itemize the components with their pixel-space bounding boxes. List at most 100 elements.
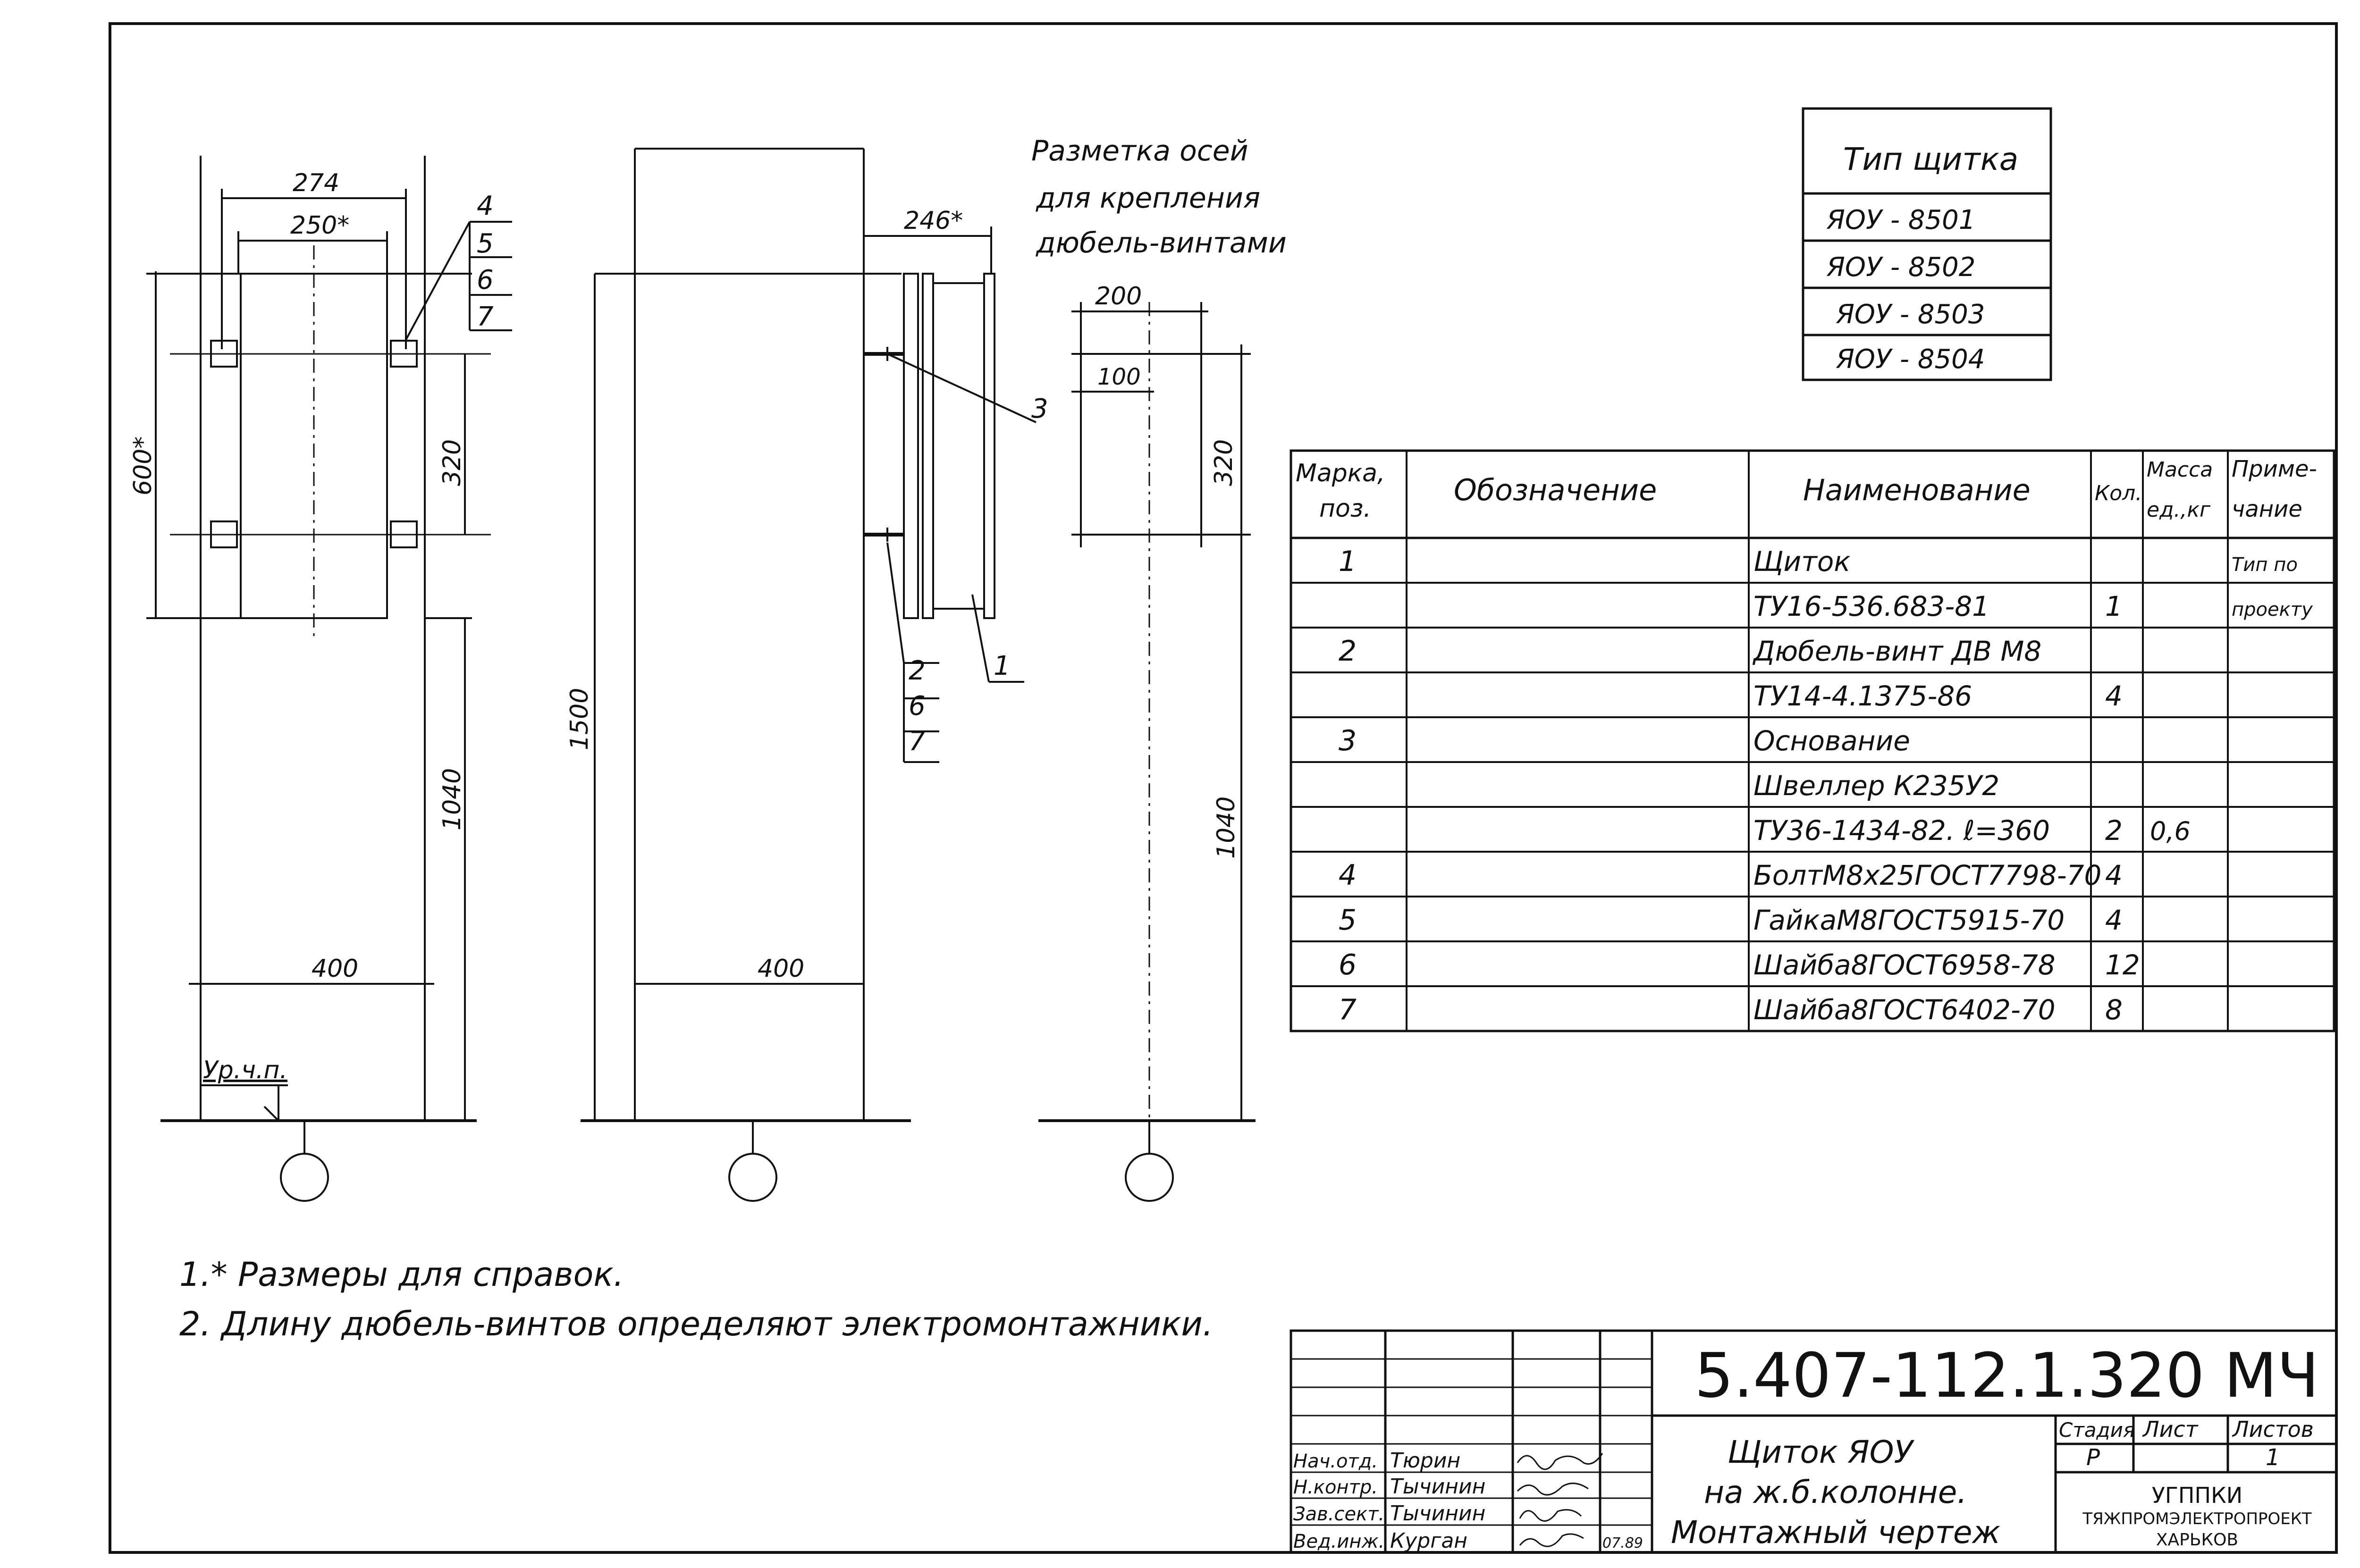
dim-400-mid: 400 (758, 955, 804, 983)
spec-cell-name: Щиток (1753, 545, 1850, 578)
spec-cell-qty: 4 (2105, 904, 2123, 936)
hdr-mark-1: Марка, (1296, 459, 1385, 487)
person-2: Тычинин (1390, 1475, 1485, 1499)
title-block (1290, 1329, 2338, 1554)
panel-type-2: ЯОУ - 8502 (1826, 252, 1975, 283)
role-1: Нач.отд. (1293, 1451, 1378, 1472)
org-line-1: УГППКИ (2152, 1483, 2242, 1508)
spec-cell-name: Дюбель-винт ДВ М8 (1752, 635, 2041, 667)
note-1: 1.* Размеры для справок. (179, 1255, 624, 1294)
note-2: 2. Длину дюбель-винтов определяют электр… (179, 1305, 1213, 1343)
dim-1040-left: 1040 (438, 768, 466, 830)
spec-cell-name: Швеллер К235У2 (1753, 770, 1999, 802)
spec-cell-qty: 2 (2105, 814, 2123, 847)
role-2: Н.контр. (1293, 1476, 1378, 1498)
dim-320-left: 320 (438, 439, 466, 486)
spec-cell-name: ТУ16-536.683-81 (1753, 590, 1989, 622)
floor-level-label: Ур.ч.п. (203, 1056, 287, 1084)
spec-cell-mark: 7 (1339, 993, 1357, 1026)
spec-cell-qty: 4 (2105, 680, 2123, 712)
callout-7-mid: 7 (909, 726, 926, 757)
dim-400-left: 400 (312, 955, 358, 983)
spec-cell-note: Тип по (2232, 554, 2298, 576)
person-1: Тюрин (1390, 1449, 1460, 1473)
callout-2: 2 (909, 655, 926, 686)
person-4: Курган (1390, 1529, 1467, 1553)
hdr-mass-1: Масса (2147, 458, 2213, 482)
panel-type-4: ЯОУ - 8504 (1836, 344, 1985, 375)
sheets-value: 1 (2266, 1444, 2280, 1471)
spec-cell-qty: 1 (2105, 590, 2123, 622)
spec-cell-note: проекту (2232, 599, 2313, 620)
callout-7: 7 (477, 302, 494, 332)
side-view (581, 148, 1037, 1202)
panel-type-3: ЯОУ - 8503 (1836, 299, 1985, 330)
spec-rows: 1 Щиток Тип по ТУ16-536.683-81 1 проекту 2 Дюбе… (1339, 545, 2313, 1026)
stage-value: Р (2086, 1444, 2100, 1471)
panel-type-title: Тип щитка (1843, 141, 2018, 177)
spec-cell-name: Шайба8ГОСТ6958-78 (1753, 949, 2056, 981)
drawing-code: 5.407-112.1.320 МЧ (1694, 1340, 2319, 1411)
dim-1040-right: 1040 (1212, 797, 1240, 859)
spec-cell-mark: 4 (1339, 859, 1357, 892)
spec-cell-mark: 1 (1339, 545, 1357, 578)
dim-1500: 1500 (565, 688, 594, 750)
dim-246: 246* (904, 207, 963, 235)
axis-note-line3: дюбель-винтами (1036, 226, 1287, 260)
spec-cell-mark: 6 (1339, 948, 1357, 981)
signatures (1517, 1453, 1603, 1547)
spec-cell-name: ТУ14-4.1375-86 (1753, 680, 1972, 712)
dim-250: 250* (290, 211, 349, 240)
callout-3: 3 (1031, 394, 1048, 424)
role-3: Зав.сект. (1293, 1503, 1384, 1525)
callout-6: 6 (477, 265, 494, 295)
spec-cell-qty: 8 (2105, 994, 2123, 1026)
spec-cell-name: БолтМ8х25ГОСТ7798-70 (1753, 859, 2101, 891)
spec-cell-mark: 5 (1339, 904, 1357, 937)
dim-274: 274 (293, 169, 339, 197)
spec-cell-name: Шайба8ГОСТ6402-70 (1753, 994, 2056, 1026)
hdr-name: Наименование (1803, 473, 2031, 507)
axis-note-line2: для крепления (1036, 182, 1260, 215)
callout-1: 1 (994, 651, 1011, 681)
spec-cell-name: Основание (1753, 725, 1910, 757)
axis-note-line1: Разметка осей (1031, 134, 1248, 168)
panel-type-table (1802, 107, 2052, 381)
sheets-label: Листов (2232, 1417, 2314, 1442)
panel-type-1: ЯОУ - 8501 (1826, 205, 1975, 235)
role-4: Вед.инж. (1293, 1531, 1384, 1552)
spec-cell-mass: 0,6 (2150, 816, 2191, 846)
callout-6-mid: 6 (909, 691, 926, 721)
hdr-note-2: чание (2232, 496, 2302, 522)
hdr-qty: Кол. (2095, 481, 2142, 505)
stage-label: Стадия (2059, 1418, 2135, 1442)
spec-cell-name: ГайкаМ8ГОСТ5915-70 (1753, 904, 2065, 936)
org-line-3: ХАРЬКОВ (2156, 1530, 2238, 1550)
dim-600: 600* (129, 436, 157, 495)
title-line-1: Щиток ЯОУ (1728, 1434, 1915, 1470)
spec-cell-qty: 4 (2105, 859, 2123, 891)
dim-100: 100 (1097, 364, 1141, 390)
dim-320-right: 320 (1210, 439, 1238, 486)
title-line-3: Монтажный чертеж (1671, 1514, 2000, 1551)
spec-cell-mark: 3 (1339, 724, 1357, 757)
spec-cell-qty: 12 (2105, 949, 2140, 981)
hdr-mass-2: ед.,кг (2147, 498, 2211, 522)
hdr-note-1: Приме- (2232, 456, 2317, 482)
spec-cell-mark: 2 (1339, 635, 1357, 668)
hdr-mark-2: поз. (1319, 495, 1371, 523)
hdr-designation: Обозначение (1454, 473, 1657, 507)
title-line-2: на ж.б.колонне. (1704, 1474, 1967, 1510)
front-view (146, 156, 512, 1202)
org-line-2: ТЯЖПРОМЭЛЕКТРОПРОЕКТ (2082, 1509, 2312, 1528)
sheet-frame (109, 22, 2338, 1554)
spec-cell-name: ТУ36-1434-82. ℓ=360 (1753, 814, 2050, 847)
dim-200: 200 (1095, 282, 1142, 310)
axis-markup-view (1038, 302, 1256, 1202)
sheet-label: Лист (2142, 1417, 2199, 1442)
spec-table (1290, 449, 2335, 1032)
callout-5: 5 (477, 228, 494, 259)
callout-4: 4 (477, 191, 494, 221)
person-3: Тычинин (1390, 1501, 1485, 1526)
